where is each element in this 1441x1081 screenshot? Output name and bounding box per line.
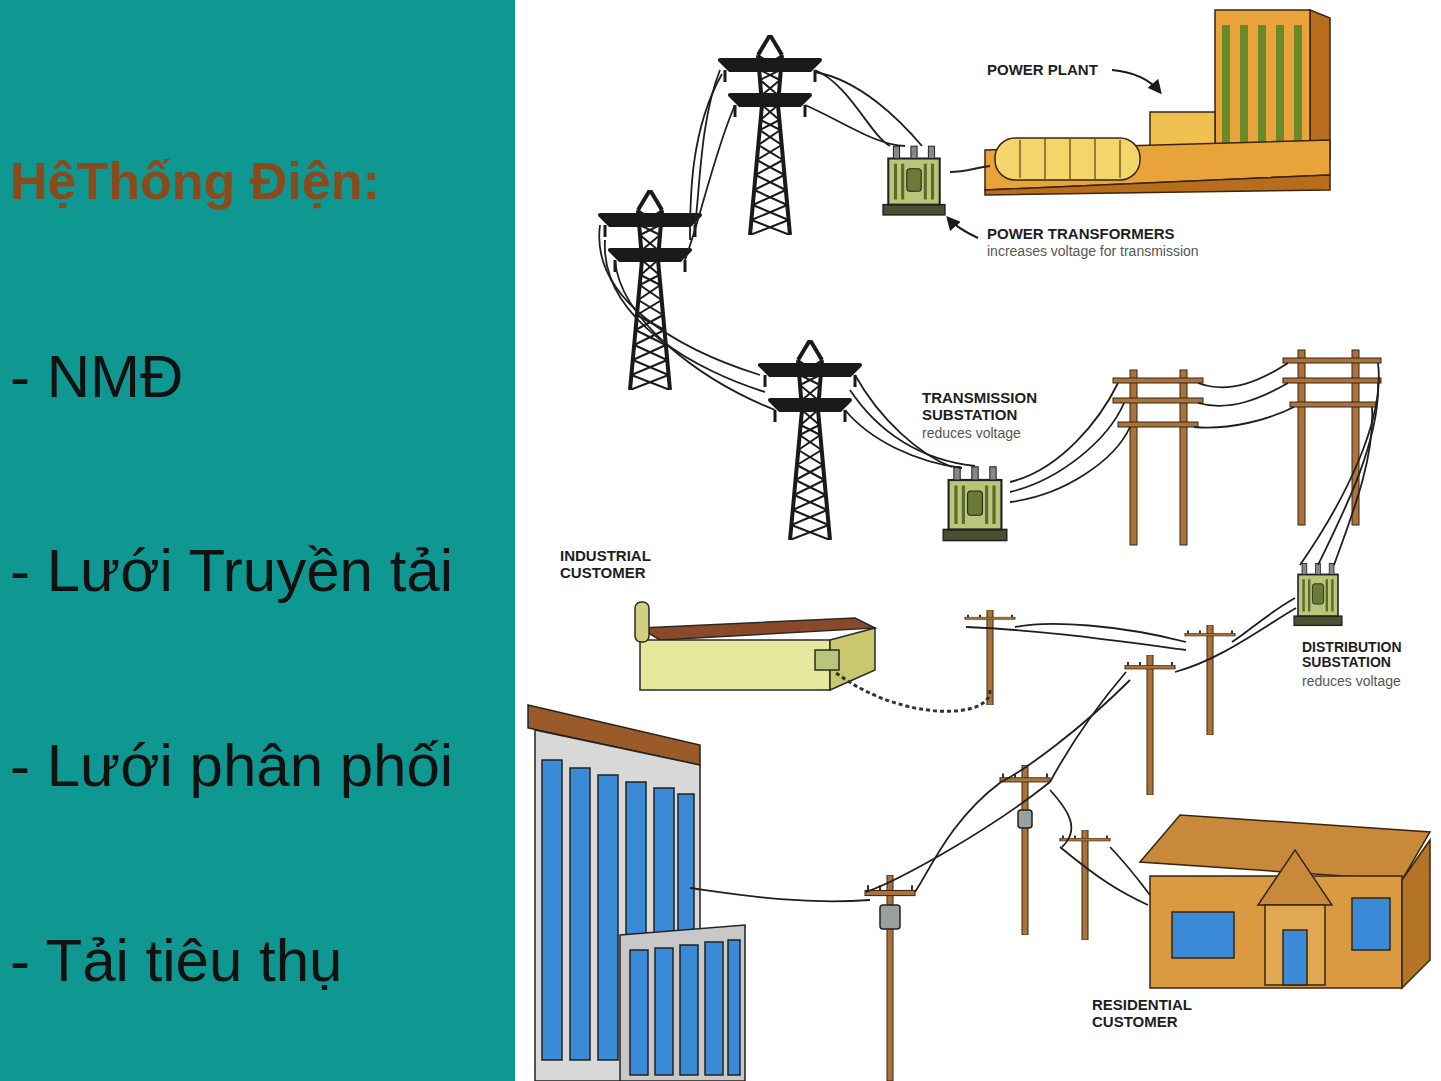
component-label: DISTRIBUTION SUBSTATION (1300, 640, 1436, 671)
leader-arrow (1112, 70, 1160, 92)
component-note: reduces voltage (920, 426, 1023, 441)
distribution-transformer (1294, 563, 1342, 625)
power-transformer (883, 146, 945, 215)
transmission-tower (720, 35, 820, 235)
power-lines (599, 70, 1379, 905)
utility-pole (865, 875, 915, 1081)
teal-panel (0, 0, 515, 1081)
component-note: reduces voltage (1300, 674, 1403, 689)
utility-pole (1060, 830, 1110, 940)
office-building (528, 705, 745, 1081)
component-label: RESIDENTIAL CUSTOMER (1090, 997, 1222, 1030)
house (1140, 815, 1430, 988)
list-item: - Lưới Truyền tải (10, 538, 453, 604)
power-plant (985, 10, 1330, 195)
list-item: - NMĐ (10, 344, 183, 410)
component-note: increases voltage for transmission (985, 244, 1201, 259)
leader-arrow (948, 218, 978, 238)
component-label: INDUSTRIAL CUSTOMER (558, 548, 676, 581)
list-item: - Lưới phân phối (10, 733, 453, 799)
list-item: - Tải tiêu thụ (10, 928, 342, 994)
transmission-tower (760, 340, 860, 540)
section-heading: HệThống Điện: (10, 152, 380, 212)
pole-transformer (1018, 810, 1032, 828)
substation-transformer (943, 467, 1006, 541)
component-label: POWER PLANT (985, 62, 1100, 79)
component-label: POWER TRANSFORMERS (985, 226, 1177, 243)
utility-pole (1185, 625, 1235, 735)
industrial-building (635, 602, 875, 690)
component-label: TRANSMISSION SUBSTATION (920, 390, 1070, 423)
utility-pole (1125, 655, 1175, 795)
utility-pole (1000, 765, 1050, 935)
pole-transformer (880, 905, 900, 929)
underground-cable (835, 672, 990, 711)
